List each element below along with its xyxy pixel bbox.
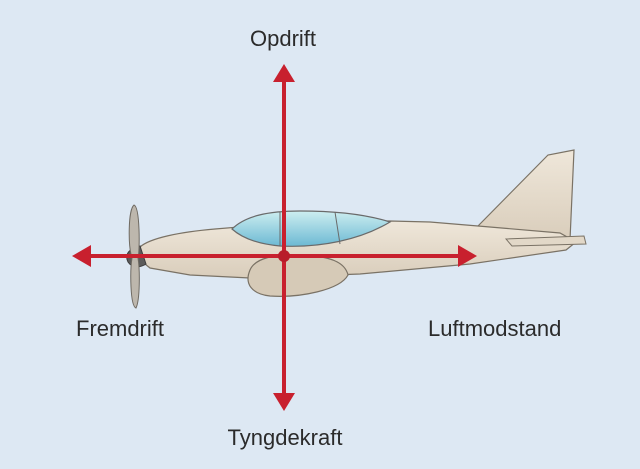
wing — [247, 254, 349, 297]
drag-arrowhead — [458, 245, 477, 267]
gravity-arrowhead — [273, 393, 295, 411]
lift-arrowhead — [273, 64, 295, 82]
tail-fin — [477, 149, 575, 241]
thrust-arrowhead — [72, 245, 91, 267]
center-point — [278, 250, 290, 262]
gravity-label: Tyngdekraft — [227, 425, 343, 450]
lift-label: Opdrift — [249, 26, 317, 51]
drag-label: Luftmodstand — [428, 316, 562, 341]
force-arrows — [72, 64, 477, 411]
canopy — [231, 210, 392, 247]
airplane — [126, 149, 587, 309]
thrust-label: Fremdrift — [76, 316, 164, 341]
tailplane — [504, 235, 587, 247]
